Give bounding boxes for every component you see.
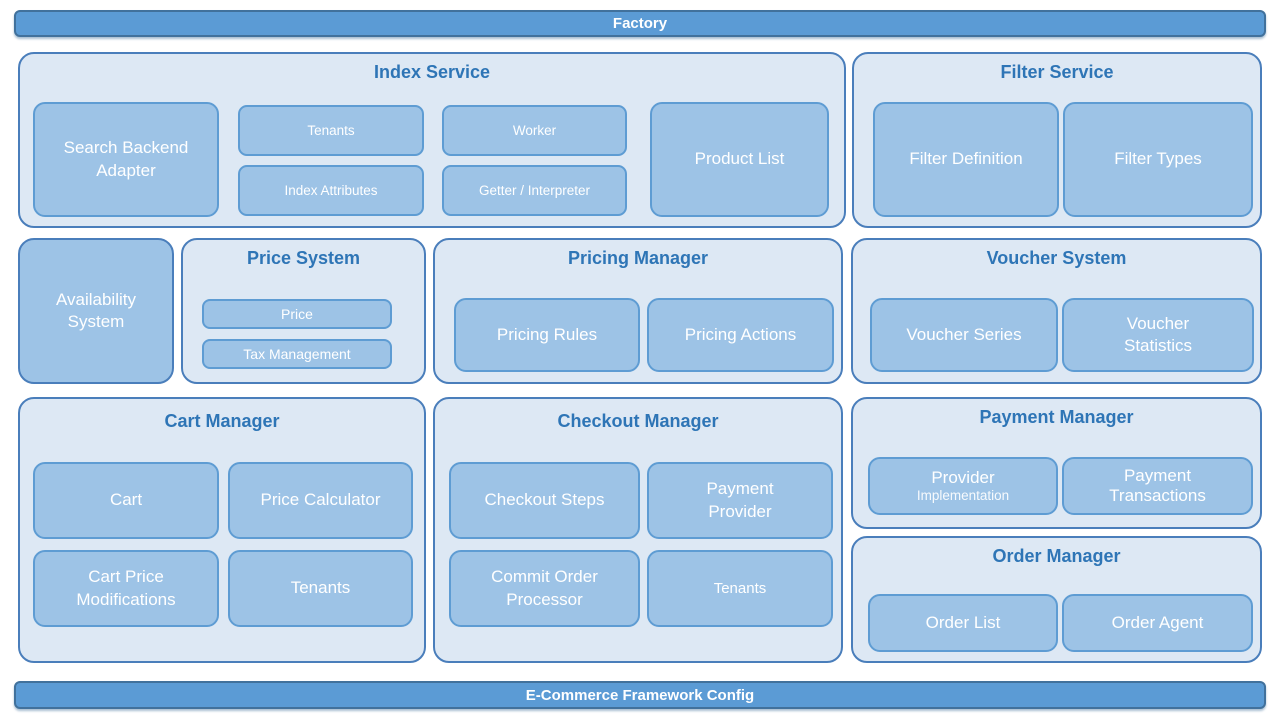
cart-manager-title: Cart Manager xyxy=(164,411,280,431)
provider-label: Provider xyxy=(931,467,995,487)
box-order-list: Order List xyxy=(868,594,1058,652)
box-payment-provider: Payment Provider xyxy=(647,462,833,539)
implementation-label: Implementation xyxy=(916,488,1010,504)
panel-filter-service: Filter Service Filter Definition Filter … xyxy=(852,52,1262,228)
box-commit-order-processor: Commit Order Processor xyxy=(449,550,640,627)
box-product-list: Product List xyxy=(650,102,829,217)
filter-service-title: Filter Service xyxy=(1000,62,1114,82)
framework-config-label: E-Commerce Framework Config xyxy=(525,686,755,704)
panel-price-system: Price System Price Tax Management xyxy=(181,238,426,384)
box-filter-definition: Filter Definition xyxy=(873,102,1059,217)
box-price: Price xyxy=(202,299,392,329)
box-pricing-actions: Pricing Actions xyxy=(647,298,834,372)
box-worker: Worker xyxy=(442,105,627,156)
box-availability-system: Availability System xyxy=(18,238,174,384)
box-index-tenants: Tenants xyxy=(238,105,424,156)
box-tax-management: Tax Management xyxy=(202,339,392,369)
box-getter-interpreter: Getter / Interpreter xyxy=(442,165,627,216)
index-service-title: Index Service xyxy=(373,62,491,82)
panel-pricing-manager: Pricing Manager Pricing Rules Pricing Ac… xyxy=(433,238,843,384)
box-order-agent: Order Agent xyxy=(1062,594,1253,652)
factory-bar-label: Factory xyxy=(612,15,668,32)
box-price-calculator: Price Calculator xyxy=(228,462,413,539)
framework-config-bar: E-Commerce Framework Config xyxy=(14,681,1266,709)
panel-payment-manager: Payment Manager Provider Implementation … xyxy=(851,397,1262,529)
box-cart-price-modifications: Cart Price Modifications xyxy=(33,550,219,627)
price-system-title: Price System xyxy=(246,248,361,268)
pricing-manager-title: Pricing Manager xyxy=(567,248,709,268)
box-checkout-tenants: Tenants xyxy=(647,550,833,627)
voucher-system-title: Voucher System xyxy=(986,248,1127,268)
panel-checkout-manager: Checkout Manager Checkout Steps Payment … xyxy=(433,397,843,663)
box-search-backend-adapter: Search Backend Adapter xyxy=(33,102,219,217)
box-provider-implementation: Provider Implementation xyxy=(868,457,1058,515)
panel-voucher-system: Voucher System Voucher Series Voucher St… xyxy=(851,238,1262,384)
box-index-attributes: Index Attributes xyxy=(238,165,424,216)
box-filter-types: Filter Types xyxy=(1063,102,1253,217)
factory-bar: Factory xyxy=(14,10,1266,37)
box-voucher-statistics: Voucher Statistics xyxy=(1062,298,1254,372)
panel-index-service: Index Service Search Backend Adapter Ten… xyxy=(18,52,846,228)
box-cart: Cart xyxy=(33,462,219,539)
box-checkout-steps: Checkout Steps xyxy=(449,462,640,539)
box-payment-transactions: Payment Transactions xyxy=(1062,457,1253,515)
payment-manager-title: Payment Manager xyxy=(979,407,1134,427)
box-voucher-series: Voucher Series xyxy=(870,298,1058,372)
panel-order-manager: Order Manager Order List Order Agent xyxy=(851,536,1262,663)
panel-cart-manager: Cart Manager Cart Price Calculator Cart … xyxy=(18,397,426,663)
box-cart-tenants: Tenants xyxy=(228,550,413,627)
checkout-manager-title: Checkout Manager xyxy=(557,411,719,431)
order-manager-title: Order Manager xyxy=(992,546,1121,566)
box-pricing-rules: Pricing Rules xyxy=(454,298,640,372)
